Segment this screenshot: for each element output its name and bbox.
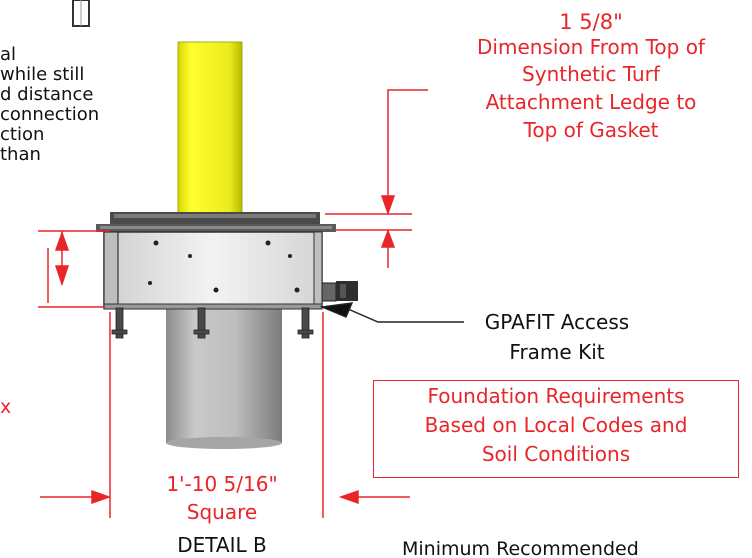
- width-dimension-unit: Square: [186, 500, 258, 524]
- top-dimension-line: Synthetic Turf: [522, 62, 660, 86]
- callout-leader: [319, 302, 464, 323]
- callout-label-line2: Frame Kit: [509, 340, 605, 364]
- top-dimension-line: Top of Gasket: [523, 118, 659, 142]
- left-note-line: d distance: [0, 84, 94, 105]
- left-note-line: while still: [0, 64, 85, 85]
- foundation-pipe: [166, 308, 282, 449]
- access-frame-callout: GPAFIT Access Frame Kit: [462, 312, 652, 366]
- anchor-bolts: [111, 307, 314, 339]
- bottom-right-note: Minimum Recommended: [402, 538, 639, 558]
- top-stub: [72, 0, 90, 27]
- side-connector: [321, 281, 358, 302]
- top-dimension-value: 1 5/8": [559, 10, 623, 34]
- yellow-post: [177, 41, 243, 217]
- detail-label: DETAIL B: [177, 533, 267, 557]
- left-note-line: ction: [0, 124, 45, 145]
- top-dimension-note: 1 5/8" Dimension From Top of Synthetic T…: [430, 12, 752, 148]
- left-note-line: connection: [0, 104, 100, 125]
- width-dimension-label: 1'-10 5/16" Square: [118, 474, 326, 528]
- left-note-line: than: [0, 144, 41, 165]
- foundation-note-line: Foundation Requirements: [427, 384, 685, 408]
- width-dimension-value: 1'-10 5/16": [166, 472, 278, 496]
- access-frame-box: [103, 231, 323, 310]
- turf-ledge: [96, 212, 336, 232]
- top-dimension-line: Dimension From Top of: [477, 35, 705, 59]
- left-note-line: al: [0, 44, 17, 65]
- top-dimension-line: Attachment Ledge to: [485, 90, 697, 114]
- foundation-note-line: Soil Conditions: [481, 442, 631, 466]
- dimension-lines: [38, 89, 428, 518]
- left-fragment-text: x: [0, 396, 12, 418]
- callout-label-line1: GPAFIT Access: [484, 310, 630, 334]
- foundation-note-box: Foundation Requirements Based on Local C…: [373, 380, 739, 478]
- foundation-note-line: Based on Local Codes and: [424, 413, 688, 437]
